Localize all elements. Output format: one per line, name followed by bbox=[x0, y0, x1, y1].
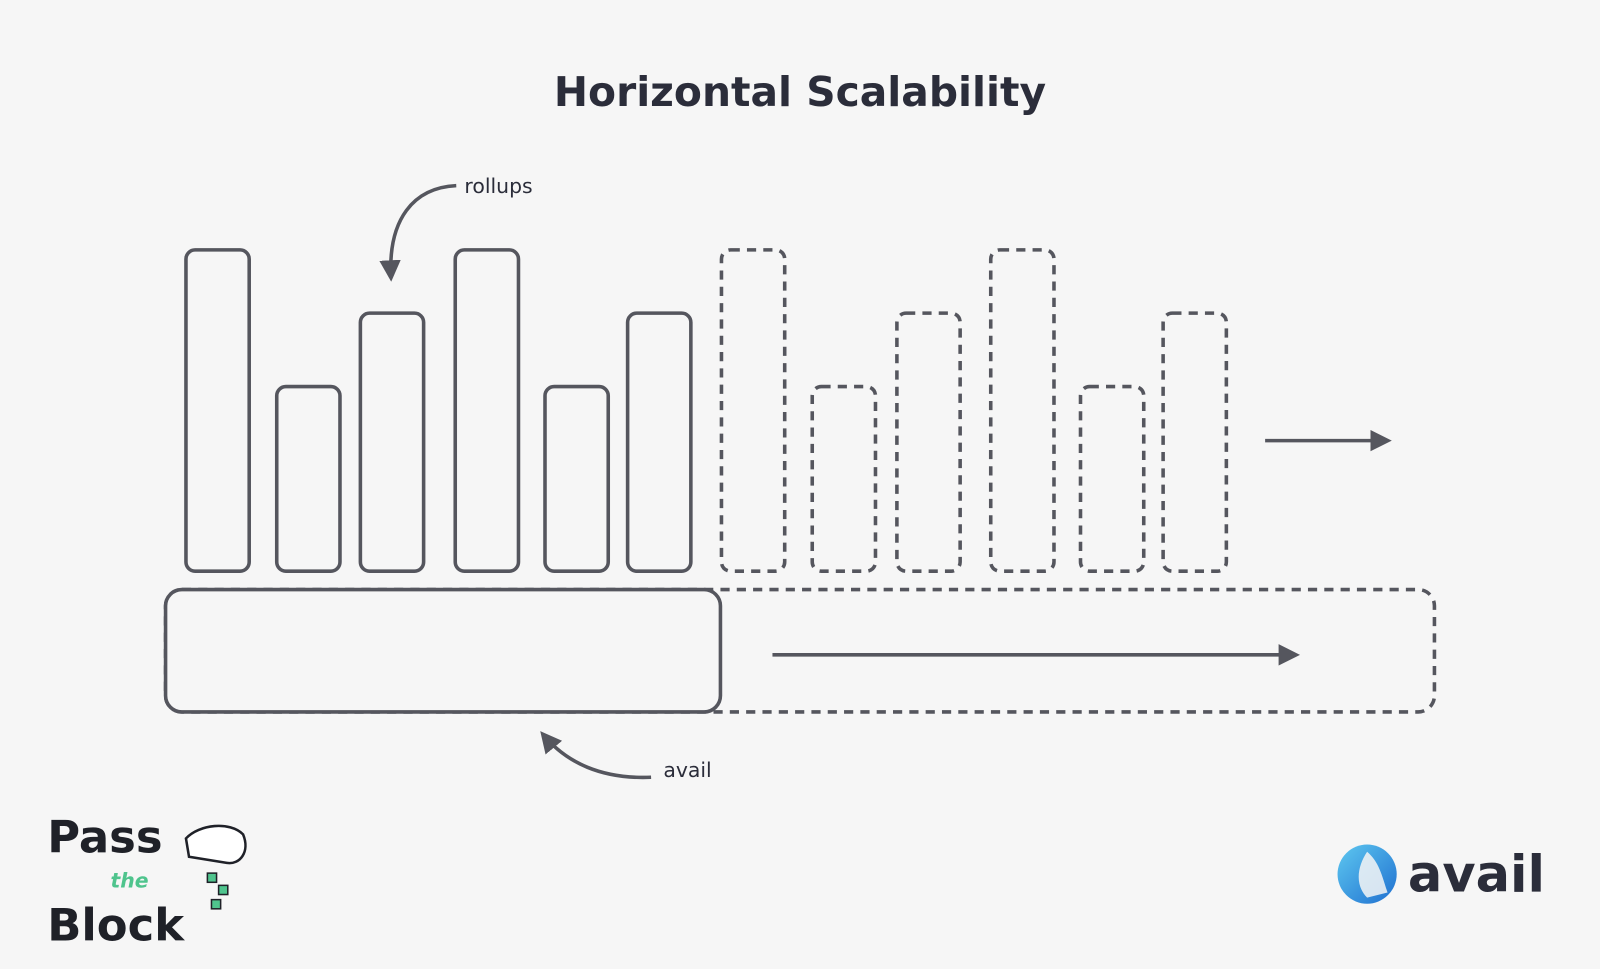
future-rollup-bar bbox=[1161, 311, 1229, 573]
logo-line-pass: Pass bbox=[47, 811, 162, 864]
avail-pointer-arrow bbox=[540, 731, 652, 780]
logo-line-block: Block bbox=[47, 898, 185, 951]
rollup-bar bbox=[453, 248, 521, 573]
future-rollup-bar bbox=[1078, 384, 1146, 573]
cube-icon bbox=[217, 884, 229, 896]
avail-label: avail bbox=[663, 758, 711, 782]
future-rollup-bar bbox=[895, 311, 962, 573]
rollup-bar bbox=[543, 384, 611, 573]
rollups-pointer-arrow bbox=[379, 183, 457, 282]
cube-icon bbox=[206, 872, 218, 884]
future-rollup-bar bbox=[810, 384, 878, 573]
avail-logo: avail bbox=[1337, 844, 1545, 904]
pass-the-block-logo: Pass the Block bbox=[47, 811, 247, 951]
rollups-label: rollups bbox=[464, 174, 532, 198]
future-rollup-bar bbox=[988, 248, 1056, 573]
avail-base-layer bbox=[163, 587, 723, 714]
rollup-bar bbox=[625, 311, 693, 573]
rollup-bar bbox=[274, 384, 342, 573]
avail-logo-text: avail bbox=[1408, 845, 1545, 904]
diagram-title: Horizontal Scalability bbox=[554, 68, 1046, 116]
rollup-bar bbox=[358, 311, 426, 573]
logo-line-the: the bbox=[110, 868, 148, 892]
future-rollup-bar bbox=[719, 248, 787, 573]
rollup-bar bbox=[184, 248, 251, 573]
future-rollups bbox=[719, 248, 1229, 573]
cube-icon bbox=[210, 898, 222, 910]
active-rollups bbox=[184, 248, 693, 573]
hand-icon bbox=[184, 824, 247, 865]
